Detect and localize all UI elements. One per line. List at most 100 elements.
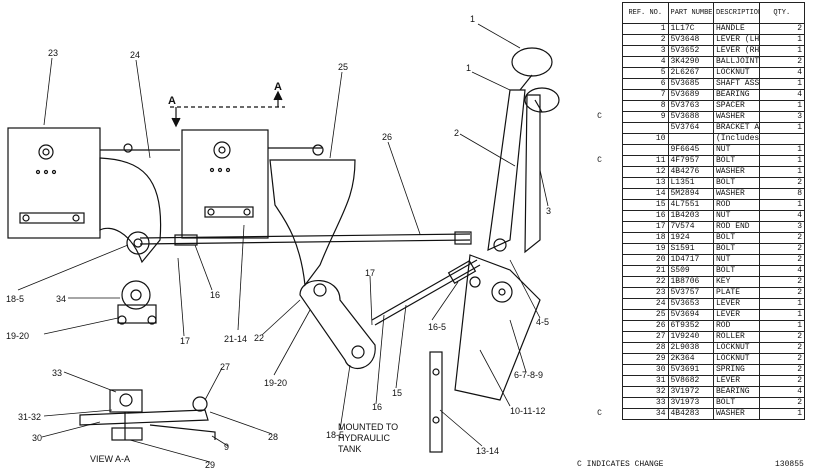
part-number-cell: 5V3757 [667, 287, 714, 299]
change-marker: C [597, 112, 602, 121]
description-cell: LEVER (RH) [713, 45, 760, 57]
change-marker [577, 343, 623, 354]
description-cell: BEARING [713, 89, 760, 101]
ref-no-header: REF. NO. [622, 2, 669, 24]
callout-1b: 1 [466, 63, 471, 73]
note-line-2: HYDRAULIC [338, 433, 391, 443]
part-number-cell: 3V1972 [667, 386, 714, 398]
description-cell: LEVER [713, 375, 760, 387]
change-marker [577, 387, 623, 398]
bracket-13-14 [429, 351, 443, 453]
description-cell: WASHER [713, 111, 760, 123]
part-number-cell: 3V1973 [667, 397, 714, 409]
part-number-cell: 1B4203 [667, 210, 714, 222]
part-number-cell: 6T9352 [667, 320, 714, 332]
section-label-a-left: A [168, 95, 176, 107]
description-cell: NUT [713, 144, 760, 156]
part-number-cell: 5V3652 [667, 45, 714, 57]
part-number-cell: 5V3648 [667, 34, 714, 46]
qty-cell [758, 133, 805, 145]
description-cell: SHAFT ASSEM. [713, 78, 760, 90]
change-marker [577, 90, 623, 101]
qty-cell: 2 [758, 342, 805, 354]
qty-cell: 3 [758, 221, 805, 233]
part-number-cell: 5V3694 [667, 309, 714, 321]
change-marker [577, 211, 623, 222]
qty-cell: 2 [758, 364, 805, 376]
part-number-cell: S1591 [667, 243, 714, 255]
part-number-cell: 7V574 [667, 221, 714, 233]
change-marker [577, 354, 623, 365]
rod-15 [374, 264, 481, 326]
table-header-row: REF. NO. PART NUMBER DESCRIPTION QTY. [577, 2, 805, 24]
ref-no-cell: 16 [622, 210, 669, 222]
change-marker: C [597, 409, 602, 418]
description-cell: ROD END [713, 221, 760, 233]
change-marker [577, 200, 623, 211]
part-number-cell: 5V3764 [667, 122, 714, 134]
change-marker [577, 35, 623, 46]
description-cell: NUT [713, 254, 760, 266]
callout-18-5-left: 18-5 [6, 294, 24, 304]
description-cell: BOLT [713, 397, 760, 409]
qty-cell: 2 [758, 353, 805, 365]
callout-16-rod: 16 [372, 402, 382, 412]
lever-22 [299, 280, 376, 369]
change-marker [577, 167, 623, 178]
change-marker [577, 123, 623, 134]
callout-31-32: 31-32 [18, 412, 41, 422]
change-marker [577, 288, 623, 299]
qty-cell: 4 [758, 265, 805, 277]
qty-cell: 1 [758, 122, 805, 134]
view-a-a-detail [79, 389, 216, 441]
qty-cell: 2 [758, 23, 805, 35]
description-cell: BOLT [713, 232, 760, 244]
change-marker [577, 222, 623, 233]
ref-no-cell: 29 [622, 353, 669, 365]
callout-19-20-left: 19-20 [6, 331, 29, 341]
callout-6-7-8-9: 6-7-8-9 [514, 370, 543, 380]
qty-cell: 3 [758, 111, 805, 123]
part-number-cell: 5V3688 [667, 111, 714, 123]
part-number-cell: 4B4276 [667, 166, 714, 178]
part-number-header: PART NUMBER [667, 2, 714, 24]
note-line-1: MOUNTED TO [338, 422, 398, 432]
ref-no-cell: 24 [622, 298, 669, 310]
qty-cell: 1 [758, 34, 805, 46]
ref-no-cell: 26 [622, 320, 669, 332]
change-column-header [577, 3, 623, 24]
part-number-cell: 1B8706 [667, 276, 714, 288]
part-number-cell: 5M2894 [667, 188, 714, 200]
ref-no-cell: 32 [622, 386, 669, 398]
ref-no-cell: 8 [622, 100, 669, 112]
change-marker [577, 79, 623, 90]
ref-no-cell: 22 [622, 276, 669, 288]
ref-no-cell: 31 [622, 375, 669, 387]
part-number-cell: 5V3685 [667, 78, 714, 90]
lever-3 [524, 94, 541, 254]
callout-34: 34 [56, 294, 66, 304]
callout-28: 28 [268, 432, 278, 442]
description-cell: (Includes) [713, 133, 760, 145]
ref-no-cell: 20 [622, 254, 669, 266]
change-marker [577, 24, 623, 35]
description-cell: LEVER (LH) [713, 34, 760, 46]
description-cell: LOCKNUT [713, 67, 760, 79]
description-cell: WASHER [713, 166, 760, 178]
ref-no-cell: 5 [622, 67, 669, 79]
lever-25 [269, 159, 356, 287]
qty-cell: 2 [758, 397, 805, 409]
change-marker [577, 134, 623, 145]
description-cell: NUT [713, 210, 760, 222]
callout-15: 15 [392, 388, 402, 398]
change-marker [577, 68, 623, 79]
part-number-cell: 2K364 [667, 353, 714, 365]
ref-no-cell: 3 [622, 45, 669, 57]
